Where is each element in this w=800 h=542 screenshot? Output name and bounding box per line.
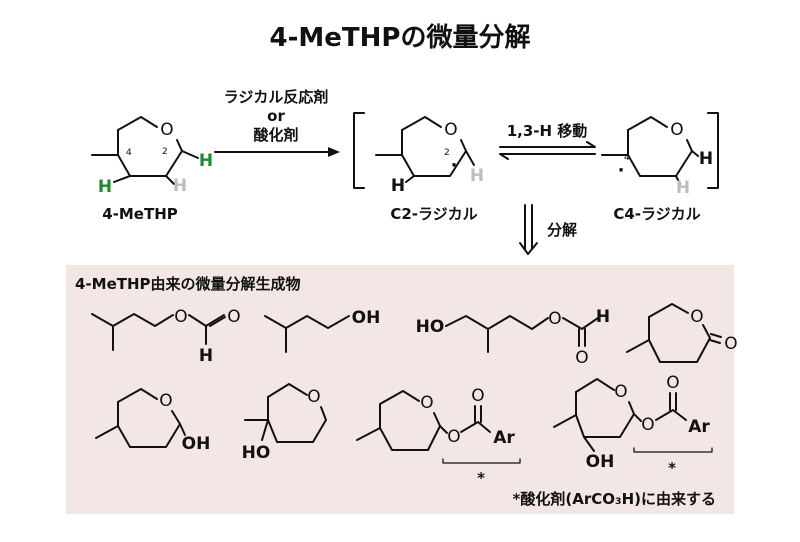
ar-label: Ar <box>493 428 515 448</box>
product-lactol: O OH <box>95 388 211 454</box>
h-c2: H <box>699 149 713 169</box>
left-bracket <box>353 112 365 189</box>
h-green-c4: H <box>98 177 112 197</box>
oxygen-label: O <box>471 386 484 406</box>
oxygen-label: O <box>614 382 627 402</box>
position-2-label: 2 <box>444 148 450 158</box>
oxygen-label: O <box>724 334 737 354</box>
start-molecule-name: 4-MeTHP <box>102 205 178 223</box>
oxygen-label: O <box>307 387 320 407</box>
position-2-label: 2 <box>162 147 168 157</box>
h-c4: H <box>391 176 405 196</box>
ho-label: HO <box>242 443 271 463</box>
radical-dot: · <box>451 155 458 176</box>
ar-label: Ar <box>688 417 710 437</box>
oxygen-label: O <box>670 120 683 140</box>
oxygen-label: O <box>575 348 588 368</box>
oxygen-label: O <box>666 373 679 393</box>
asterisk-mark: * <box>668 459 676 477</box>
reaction-arrow: ラジカル反応剤 or 酸化剤 <box>214 88 340 157</box>
molecule-c2-radical: O 2 · H H C2-ラジカル <box>375 116 484 223</box>
reagent-radical: ラジカル反応剤 <box>224 88 329 106</box>
asterisk-mark: * <box>477 469 485 487</box>
equilibrium-arrows: 1,3-H 移動 <box>499 122 596 160</box>
oxygen-label: O <box>174 307 187 327</box>
oh-label: OH <box>182 434 211 454</box>
oxygen-label: O <box>227 307 240 327</box>
molecule-c4-radical: O 4 · H H C4-ラジカル <box>601 116 713 223</box>
oxygen-label: O <box>444 120 457 140</box>
decomposition-arrow: 分解 <box>519 204 577 255</box>
radical-dot: · <box>618 160 625 181</box>
products-heading: 4-MeTHP由来の微量分解生成物 <box>75 275 301 293</box>
h-shift-label: 1,3-H 移動 <box>507 122 588 140</box>
oh-label: OH <box>352 308 381 328</box>
oxygen-label: O <box>548 309 561 329</box>
ho-label: HO <box>416 317 445 337</box>
h-label: H <box>199 346 213 366</box>
footnote: *酸化剤(ArCO₃H)に由来する <box>513 490 716 508</box>
product-isopentyl-alcohol: OH <box>264 308 381 353</box>
position-4-label: 4 <box>126 148 132 158</box>
product-aroyl-ester: O O O Ar * <box>356 386 521 487</box>
h-grey-c2: H <box>173 176 187 196</box>
product-hydroxy-formate: HO O O H <box>416 307 610 368</box>
oxygen-label: O <box>420 393 433 413</box>
oxygen-label: O <box>447 427 460 447</box>
page-title: 4-MeTHPの微量分解 <box>270 22 531 53</box>
c2-radical-name: C2-ラジカル <box>390 205 477 223</box>
h-grey: H <box>470 166 484 186</box>
product-tertiary-alcohol: O HO <box>242 383 327 463</box>
oxygen-label: O <box>160 120 173 140</box>
oxygen-label: O <box>690 307 703 327</box>
h-green-c2: H <box>199 151 213 171</box>
molecule-4-methp: O 4 2 H H H 4-MeTHP <box>91 116 213 223</box>
product-lactone: O O <box>626 303 738 363</box>
oh-label: OH <box>586 452 615 472</box>
h-grey: H <box>676 178 690 198</box>
h-label: H <box>596 307 610 327</box>
oxygen-label: O <box>159 391 172 411</box>
reagent-oxidant: 酸化剤 <box>253 126 298 144</box>
product-isopentyl-formate: O O H <box>91 307 241 366</box>
right-bracket <box>707 112 719 189</box>
position-4-label: 4 <box>624 153 630 163</box>
reagent-or: or <box>267 107 285 125</box>
c4-radical-name: C4-ラジカル <box>613 205 700 223</box>
oxygen-label: O <box>641 415 654 435</box>
product-hydroxy-aroyl-ester: O O O Ar OH * <box>553 373 713 477</box>
decomposition-label: 分解 <box>547 221 577 239</box>
products-panel <box>66 265 734 514</box>
